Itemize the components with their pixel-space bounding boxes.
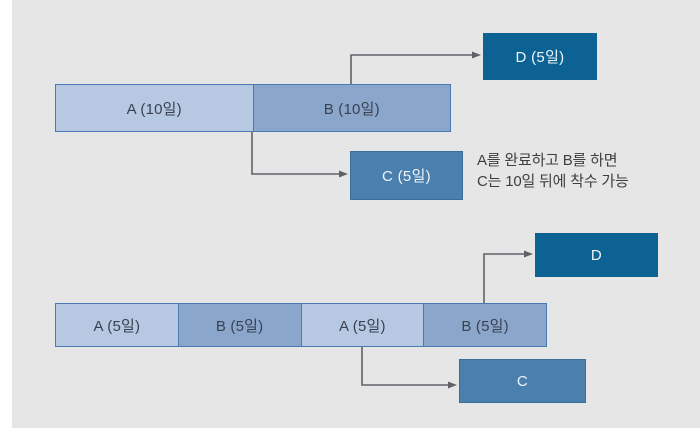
bottom-task-b2-bar: B (5일) [424, 304, 546, 346]
top-task-b-label: B (10일) [323, 100, 380, 118]
bottom-task-b2-label: B (5일) [461, 317, 509, 335]
top-task-a-label: A (10일) [126, 100, 182, 118]
top-task-b-bar: B (10일) [253, 85, 450, 131]
bottom-task-b1-label: B (5일) [215, 317, 264, 335]
bottom-task-c-box: C [459, 359, 586, 403]
bottom-task-a2-bar: A (5일) [301, 304, 425, 346]
top-task-d-box: D (5일) [483, 33, 597, 80]
top-task-a-bar: A (10일) [56, 85, 254, 131]
bottom-task-c-label: C [516, 372, 529, 390]
top-task-c-label: C (5일) [382, 168, 431, 185]
bottom-task-d-box: D [535, 233, 658, 277]
top-annotation-line1: A를 완료하고 B를 하면 [477, 152, 618, 169]
top-task-d-label: D (5일) [515, 49, 565, 66]
bottom-task-d-label: D [590, 246, 603, 264]
bottom-task-a2-label: A (5일) [339, 317, 386, 335]
top-annotation: A를 완료하고 B를 하면 C는 10일 뒤에 착수 가능 [477, 150, 692, 192]
top-annotation-line2: C는 10일 뒤에 착수 가능 [477, 173, 629, 190]
top-task-c-box: C (5일) [350, 151, 463, 200]
bottom-task-a1-label: A (5일) [93, 317, 141, 335]
bottom-task-bar-row: A (5일) B (5일) A (5일) B (5일) [55, 303, 547, 347]
bottom-task-a1-bar: A (5일) [56, 304, 179, 346]
bottom-task-b1-bar: B (5일) [178, 304, 302, 346]
top-task-bar-row: A (10일) B (10일) [55, 84, 451, 132]
